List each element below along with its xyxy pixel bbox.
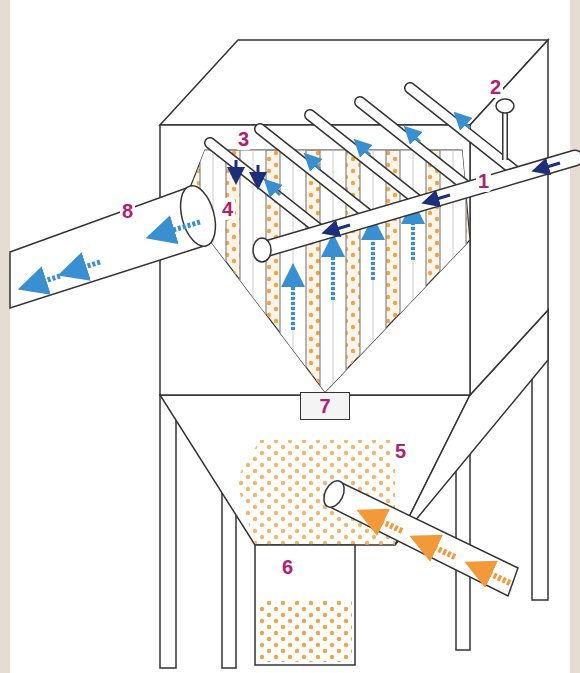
collected-dust [258, 600, 352, 662]
callout-number: 5 [393, 440, 408, 462]
dust-cloud [236, 440, 395, 545]
valve [496, 99, 514, 160]
callout-number: 7 [319, 395, 330, 417]
callout-number: 1 [476, 170, 491, 192]
dust-bin [255, 545, 355, 665]
housing-side [470, 40, 548, 395]
callout-number: 2 [488, 76, 503, 98]
air-header [236, 158, 575, 262]
callout-number: 3 [236, 128, 251, 150]
blowpipes [210, 88, 520, 230]
outlet-pipe [10, 182, 221, 308]
callout-number: 4 [220, 198, 235, 220]
callout-number: 8 [120, 200, 135, 222]
inlet-pipe [320, 477, 518, 596]
ground [10, 0, 570, 673]
callout-number: 6 [280, 556, 295, 578]
control-panel: 7 [300, 392, 350, 420]
